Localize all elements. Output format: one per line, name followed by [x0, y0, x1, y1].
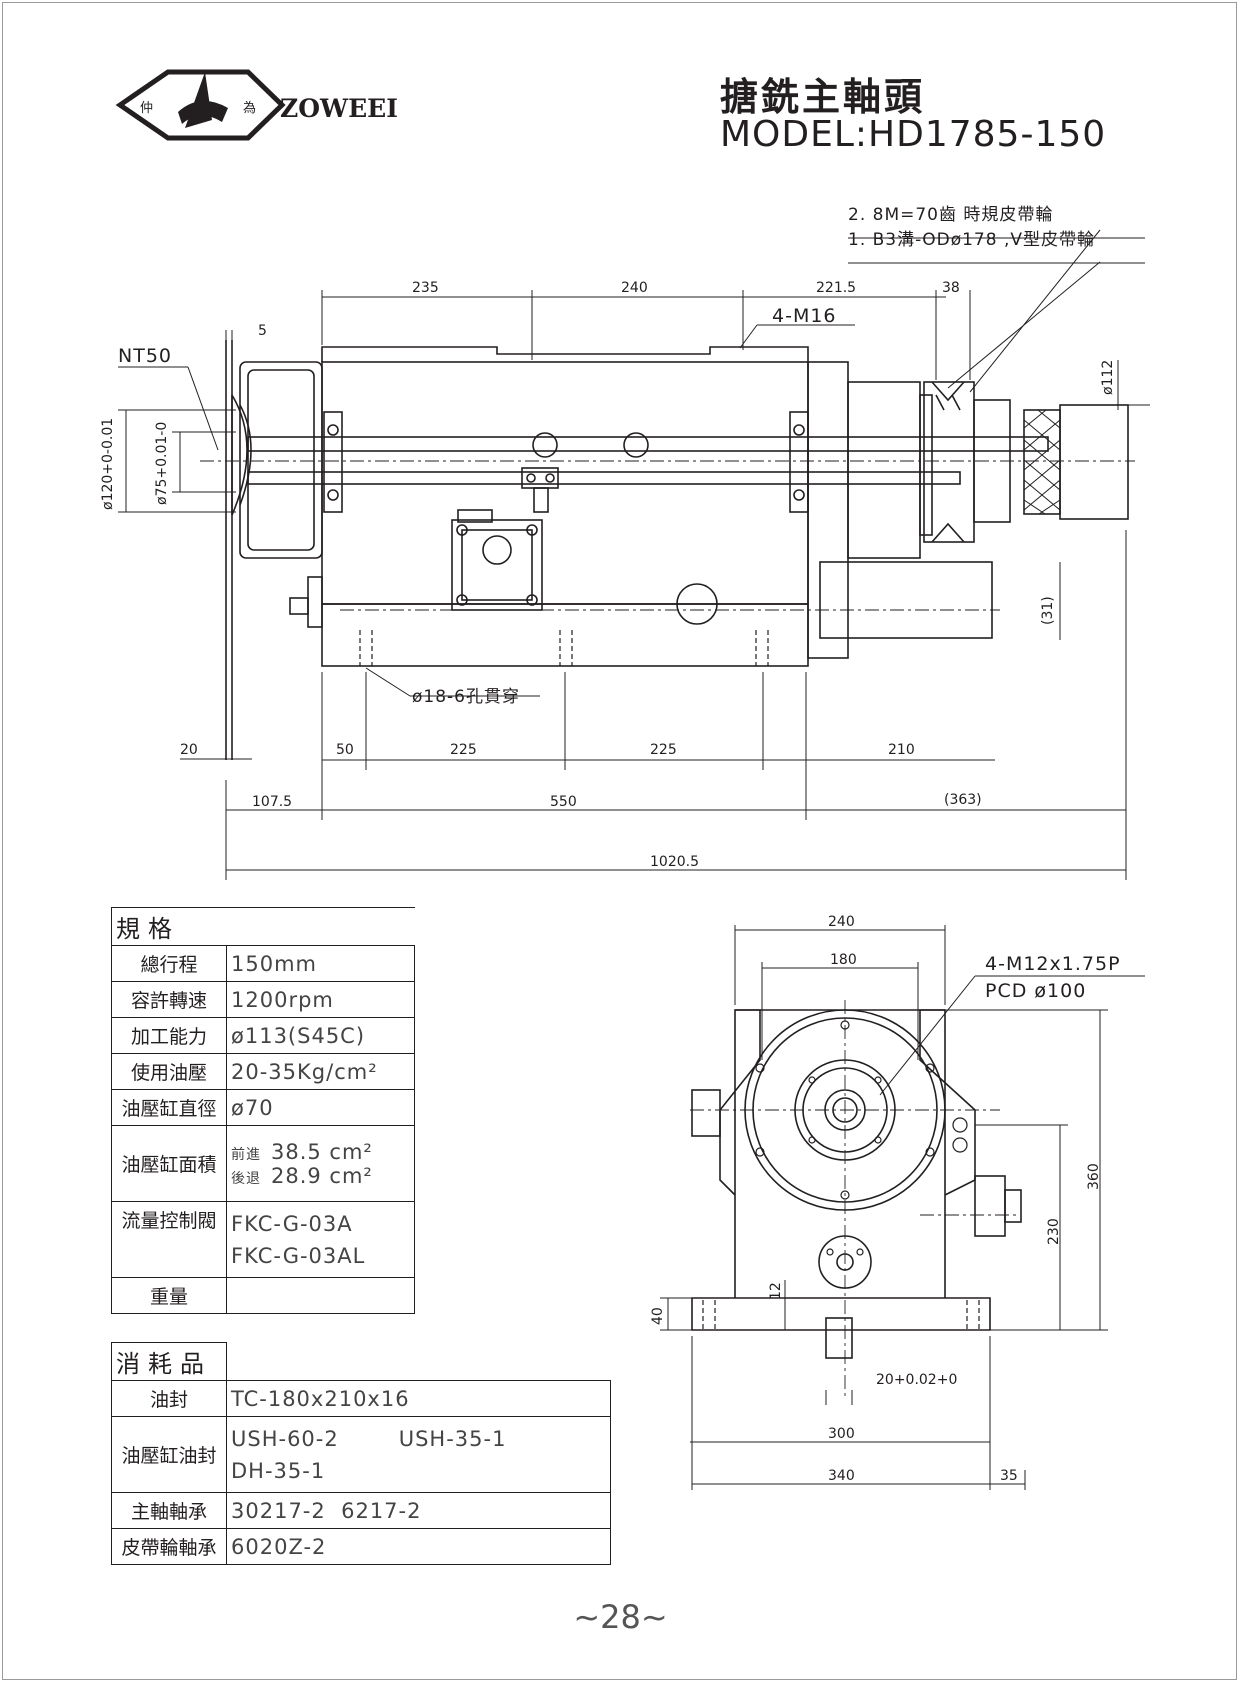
- brand-logo: 仲 為 ZOWEEI: [115, 69, 398, 141]
- side-view-dimensions: [118, 229, 1150, 880]
- brand-name: ZOWEEI: [280, 94, 398, 123]
- label: 180: [830, 952, 857, 968]
- label: 230: [1046, 1218, 1062, 1245]
- label: 前進: [231, 1146, 261, 1163]
- label: 1200rpm: [226, 981, 415, 1018]
- label: ø120+0-0.01: [100, 418, 116, 510]
- label: TC-180x210x16: [226, 1380, 611, 1417]
- label: ø113(S45C): [226, 1017, 415, 1054]
- label: 加工能力: [111, 1017, 227, 1054]
- label: 240: [828, 914, 855, 930]
- label: 225: [650, 742, 677, 758]
- label: 12: [768, 1282, 784, 1300]
- logo-char-left: 仲: [140, 101, 153, 116]
- label: 皮帶輪軸承: [111, 1528, 227, 1565]
- label: 20+0.02+0: [876, 1372, 957, 1388]
- note-thread: 4-M16: [772, 305, 837, 327]
- label: 5: [258, 323, 267, 339]
- note-pcd: PCD ø100: [985, 980, 1086, 1002]
- label: 38: [942, 280, 960, 296]
- side-view-drawing: [200, 340, 1135, 760]
- label: 107.5: [252, 794, 292, 810]
- consumables-heading: 消耗品: [111, 1342, 227, 1381]
- side-view-dim-labels: 235 240 221.5 38 5 20 50 225 225 210 107…: [100, 205, 1116, 870]
- label: 550: [550, 794, 577, 810]
- front-view-dimensions: [660, 925, 1145, 1490]
- label: 20: [180, 742, 198, 758]
- label: 後退: [231, 1170, 261, 1187]
- note-belt2: 2. 8M=70齒 時規皮帶輪: [848, 205, 1053, 225]
- label: 20-35Kg/cm²: [226, 1053, 415, 1090]
- label: 40: [650, 1307, 666, 1325]
- front-view-dim-labels: 240 180 360 230 12 40 20+0.02+0 300 340 …: [650, 914, 1121, 1484]
- note-tool: NT50: [118, 345, 172, 367]
- label: 28.9 cm²: [271, 1163, 373, 1188]
- label: ø75+0.01-0: [154, 422, 170, 505]
- label: 221.5: [816, 280, 856, 296]
- logo-char-right: 為: [243, 100, 256, 116]
- label: 235: [412, 280, 439, 296]
- spec-heading: 規格: [111, 907, 415, 946]
- label: 360: [1086, 1163, 1102, 1190]
- label: 150mm: [226, 945, 415, 982]
- page-title: 搪銑主軸頭: [720, 75, 926, 119]
- label: 油封: [111, 1380, 227, 1417]
- label: ø112: [1100, 360, 1116, 395]
- note-belt1: 1. B3溝-ODø178 ,V型皮帶輪: [848, 230, 1095, 250]
- note-holes: ø18-6孔貫穿: [412, 687, 520, 707]
- model-number: MODEL:HD1785-150: [720, 114, 1107, 155]
- label: 總行程: [111, 945, 227, 982]
- page-number: ~28~: [573, 1598, 668, 1636]
- label: FKC-G-03A: [231, 1211, 353, 1236]
- label: 30217-2 6217-2: [226, 1492, 611, 1529]
- label: 油壓缸面積: [111, 1125, 227, 1202]
- note-bolt: 4-M12x1.75P: [985, 953, 1121, 975]
- label: 容許轉速: [111, 981, 227, 1018]
- label: USH-35-1: [398, 1426, 507, 1451]
- label: 主軸軸承: [111, 1492, 227, 1529]
- label: 油壓缸直徑: [111, 1089, 227, 1126]
- label: 340: [828, 1468, 855, 1484]
- label: 240: [621, 280, 648, 296]
- label: 流量控制閥: [111, 1201, 227, 1278]
- label: 210: [888, 742, 915, 758]
- label: 35: [1000, 1468, 1018, 1484]
- label: (363): [944, 792, 982, 808]
- label: 6020Z-2: [226, 1528, 611, 1565]
- label: [226, 1277, 415, 1314]
- label: 300: [828, 1426, 855, 1442]
- front-view-drawing: [690, 1000, 1022, 1400]
- label: (31): [1040, 596, 1056, 625]
- label: ø70: [226, 1089, 415, 1126]
- label: 225: [450, 742, 477, 758]
- label: USH-60-2: [231, 1426, 339, 1451]
- label: 重量: [111, 1277, 227, 1314]
- label: FKC-G-03AL: [231, 1243, 366, 1268]
- label: 50: [336, 742, 354, 758]
- label: 油壓缸油封: [111, 1416, 227, 1493]
- label: DH-35-1: [231, 1458, 326, 1483]
- label: 1020.5: [650, 854, 699, 870]
- label: 使用油壓: [111, 1053, 227, 1090]
- label: 38.5 cm²: [271, 1139, 373, 1164]
